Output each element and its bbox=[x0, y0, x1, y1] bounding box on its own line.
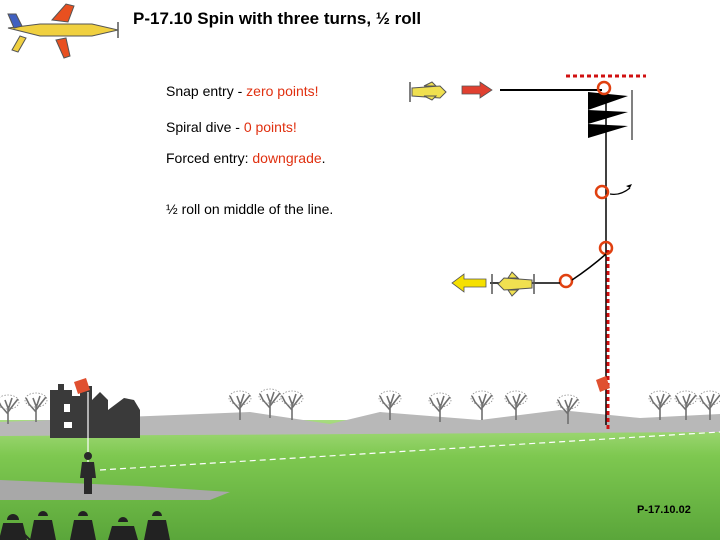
note-snap-entry: Snap entry - zero points! bbox=[166, 83, 319, 99]
ground-line bbox=[99, 431, 720, 471]
roll-arrow-head bbox=[626, 184, 632, 188]
roll-arrow bbox=[609, 187, 631, 195]
entry-airplane-icon bbox=[409, 81, 447, 102]
judge-icon bbox=[0, 514, 31, 540]
yellow-arrow-icon bbox=[451, 273, 487, 293]
tree-icon bbox=[0, 394, 20, 425]
castle-icon bbox=[50, 384, 140, 438]
spin-triangle-icon bbox=[588, 124, 628, 138]
note-highlight: 0 points! bbox=[243, 119, 297, 135]
note-half-roll: ½ roll on middle of the line. bbox=[166, 201, 333, 217]
red-arrow-icon bbox=[461, 81, 493, 99]
pullout-curve bbox=[571, 253, 607, 281]
distant-hills bbox=[0, 410, 720, 436]
castle-window bbox=[64, 404, 70, 412]
circle-marker-icon bbox=[594, 184, 610, 200]
note-text: Forced entry: bbox=[166, 150, 253, 166]
pilot-flag bbox=[74, 378, 90, 462]
judges bbox=[0, 511, 170, 540]
exit-airplane-icon bbox=[491, 271, 535, 297]
judge-icon bbox=[30, 511, 56, 540]
spin-triangle-icon bbox=[588, 110, 628, 124]
circle-marker-icon bbox=[596, 80, 612, 96]
note-forced-entry: Forced entry: downgrade. bbox=[166, 150, 326, 166]
note-text: Spiral dive - bbox=[166, 119, 244, 135]
page-title: P-17.10 Spin with three turns, ½ roll bbox=[133, 9, 422, 28]
airplane-logo-icon bbox=[7, 3, 119, 59]
castle-window bbox=[64, 422, 72, 428]
note-highlight: downgrade bbox=[252, 150, 322, 166]
tree-icon bbox=[648, 390, 672, 421]
note-text: Snap entry - bbox=[166, 83, 247, 99]
judge-icon bbox=[70, 511, 96, 540]
judge-icon bbox=[144, 511, 170, 540]
note-text: ½ roll on middle of the line. bbox=[166, 201, 334, 217]
pilot-icon bbox=[80, 452, 96, 494]
runway bbox=[0, 480, 230, 500]
slide-id: P-17.10.02 bbox=[637, 504, 691, 516]
note-spiral-dive: Spiral dive - 0 points! bbox=[166, 119, 297, 135]
flag-icon bbox=[596, 376, 610, 392]
tree-icon bbox=[280, 390, 304, 421]
spin-triangle-icon bbox=[588, 92, 628, 110]
note-suffix: . bbox=[321, 150, 326, 166]
note-highlight: zero points! bbox=[246, 83, 319, 99]
judge-icon bbox=[108, 517, 138, 540]
tree-icon bbox=[470, 390, 494, 421]
flag-icon bbox=[74, 378, 90, 394]
tree-icon bbox=[24, 392, 48, 423]
circle-marker-icon bbox=[558, 273, 574, 289]
tree-icon bbox=[258, 388, 282, 419]
